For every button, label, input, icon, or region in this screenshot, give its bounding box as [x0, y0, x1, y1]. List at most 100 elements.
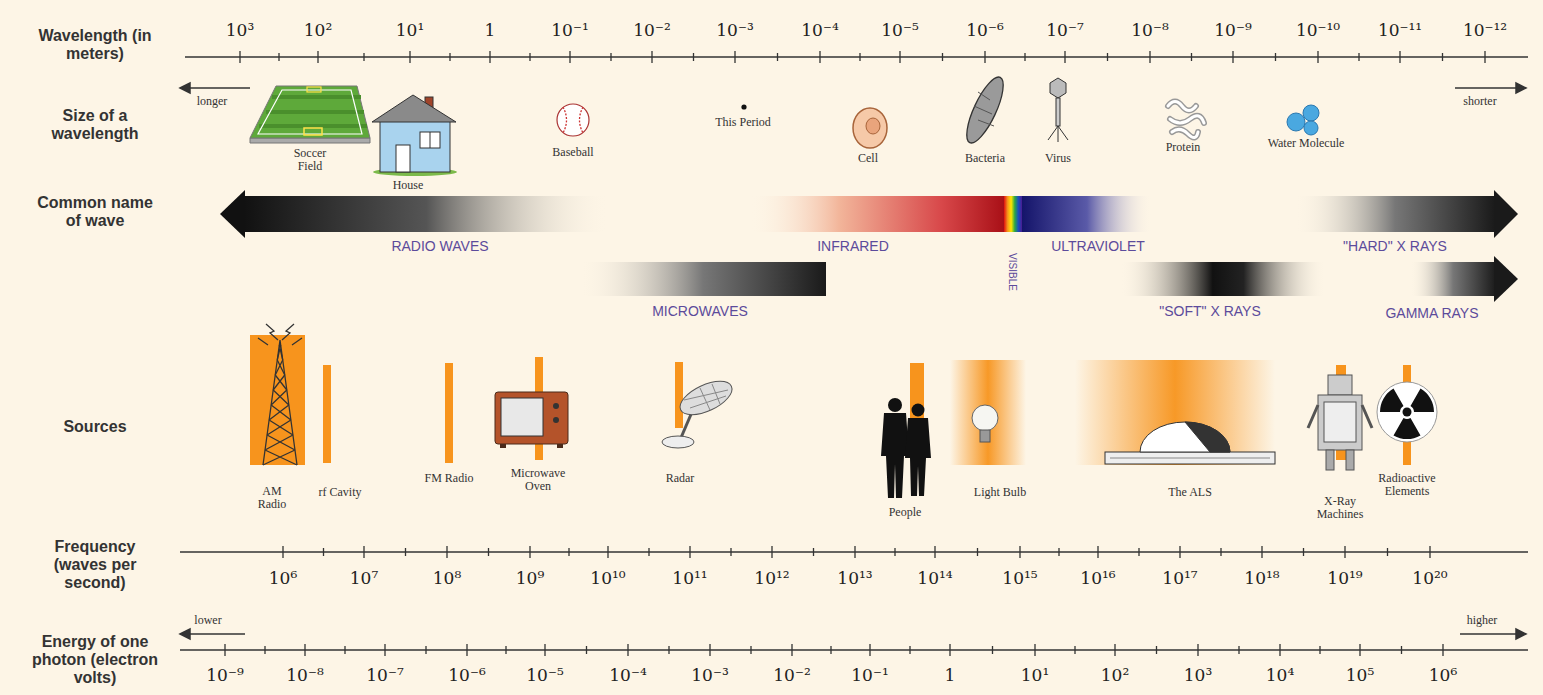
size-label-box: Baseball	[552, 146, 593, 159]
source-label: Radar	[666, 472, 695, 485]
wavelength-tick-label: 10⁻⁷	[1046, 20, 1083, 40]
wavelength-tick-label: 10²	[304, 20, 332, 40]
direction-label: lower	[194, 614, 221, 627]
size-label: Soccer Field	[285, 147, 335, 172]
wavelength-tick-label-box: 10⁻⁸	[1131, 20, 1168, 40]
source-label-box: rf Cavity	[318, 486, 362, 499]
als-building-icon	[1105, 422, 1275, 464]
frequency-tick-label-box: 10⁷	[350, 568, 378, 588]
frequency-tick-label-box: 10⁹	[516, 568, 544, 588]
size-label: Cell	[858, 152, 878, 165]
radar-dish-icon	[662, 374, 737, 448]
wavelength-tick-label-box: 10⁻³	[716, 20, 753, 40]
source-label-box: Microwave Oven	[503, 467, 573, 492]
wave-band	[220, 190, 1518, 302]
row-heading-box: Common name of wave	[29, 194, 161, 230]
energy-tick-label-box: 1	[945, 665, 956, 685]
energy-tick-label: 10²	[1101, 665, 1129, 685]
wavelength-tick-label-box: 10⁻²	[633, 20, 670, 40]
direction-label-box: longer	[197, 95, 228, 108]
wavelength-tick-label-box: 10³	[226, 20, 254, 40]
direction-label-box: shorter	[1463, 95, 1496, 108]
energy-tick-label-box: 10²	[1101, 665, 1129, 685]
wave-name-box: "HARD" X RAYS	[1343, 238, 1447, 254]
virus-icon	[1048, 78, 1068, 142]
energy-tick-label-box: 10³	[1184, 665, 1212, 685]
cell-icon	[853, 108, 887, 148]
frequency-tick-label-box: 10¹⁸	[1244, 568, 1279, 588]
size-label-box: Virus	[1045, 152, 1071, 165]
wave-name: ULTRAVIOLET	[1051, 238, 1145, 254]
water-molecule-icon	[1287, 105, 1319, 135]
energy-tick-label: 10⁵	[1346, 665, 1374, 685]
energy-tick-label: 1	[945, 665, 956, 685]
frequency-tick-label: 10¹⁴	[917, 568, 952, 588]
microwave-oven-icon	[495, 392, 568, 448]
wavelength-tick-label: 10⁻⁶	[966, 20, 1003, 40]
energy-tick-label-box: 10⁻⁶	[448, 665, 485, 685]
size-label: Protein	[1166, 141, 1201, 154]
source-label-box: People	[889, 506, 922, 519]
wave-name-box: GAMMA RAYS	[1385, 305, 1478, 321]
source-label-box: Radioactive Elements	[1368, 472, 1446, 497]
size-label-box: Water Molecule	[1268, 137, 1345, 150]
energy-tick-label-box: 10⁻¹	[851, 665, 888, 685]
wavelength-tick-label-box: 10⁻¹²	[1463, 20, 1507, 40]
wavelength-tick-label-box: 10⁻⁷	[1046, 20, 1083, 40]
wavelength-tick-label-box: 10⁻⁵	[881, 20, 918, 40]
size-label: Water Molecule	[1268, 137, 1345, 150]
frequency-tick-label-box: 10¹³	[837, 568, 872, 588]
energy-tick-label-box: 10⁻⁸	[286, 665, 323, 685]
frequency-tick-label: 10¹⁵	[1002, 568, 1037, 588]
frequency-tick-label-box: 10¹⁴	[917, 568, 952, 588]
frequency-tick-label-box: 10¹²	[754, 568, 789, 588]
frequency-tick-label: 10⁷	[350, 568, 378, 588]
row-heading-box: Sources	[29, 418, 161, 436]
frequency-tick-label-box: 10⁶	[269, 568, 297, 588]
wavelength-tick-label: 10⁻⁹	[1214, 20, 1251, 40]
direction-label-box: higher	[1467, 614, 1498, 627]
wavelength-tick-label: 10⁻¹⁰	[1296, 20, 1340, 40]
energy-tick-label-box: 10⁶	[1429, 665, 1457, 685]
frequency-tick-label: 10¹⁰	[590, 568, 625, 588]
radio-tower-icon	[258, 324, 302, 465]
energy-tick-label-box: 10⁻⁷	[366, 665, 403, 685]
wave-name-box: INFRARED	[817, 238, 889, 254]
wave-name: "HARD" X RAYS	[1343, 238, 1447, 254]
source-label: Radioactive Elements	[1368, 472, 1446, 497]
wavelength-tick-label-box: 10⁻¹⁰	[1296, 20, 1340, 40]
row-heading-box: Wavelength (in meters)	[29, 27, 161, 63]
wave-name: VISIBLE	[1007, 253, 1018, 291]
source-label-box: X-Ray Machines	[1310, 495, 1370, 520]
wave-name: "SOFT" X RAYS	[1159, 303, 1260, 319]
energy-tick-label-box: 10⁻³	[691, 665, 728, 685]
energy-tick-label: 10¹	[1021, 665, 1049, 685]
frequency-tick-label: 10¹²	[754, 568, 789, 588]
row-heading: Size of a wavelength	[29, 107, 161, 143]
wavelength-tick-label-box: 10⁻¹	[551, 20, 588, 40]
source-label-box: Light Bulb	[974, 486, 1026, 499]
axis	[180, 51, 1528, 656]
x-ray-machine-icon	[1308, 375, 1372, 470]
wavelength-tick-label: 10³	[226, 20, 254, 40]
wave-name-box: "SOFT" X RAYS	[1159, 303, 1260, 319]
wavelength-tick-label: 10⁻⁵	[881, 20, 918, 40]
size-label-box: Protein	[1166, 141, 1201, 154]
source-label: People	[889, 506, 922, 519]
energy-tick-label: 10⁴	[1266, 665, 1294, 685]
wavelength-tick-label: 10⁻¹¹	[1378, 20, 1422, 40]
frequency-tick-label-box: 10¹¹	[672, 568, 707, 588]
energy-tick-label-box: 10⁵	[1346, 665, 1374, 685]
source-label-box: FM Radio	[424, 472, 473, 485]
wavelength-tick-label: 10⁻²	[633, 20, 670, 40]
size-label-box: Soccer Field	[285, 147, 335, 172]
row-heading-box: Frequency (waves per second)	[29, 538, 161, 592]
wave-name-box: RADIO WAVES	[391, 238, 488, 254]
wave-name-box: MICROWAVES	[652, 303, 748, 319]
source-bar	[250, 335, 1411, 465]
wave-name: MICROWAVES	[652, 303, 748, 319]
energy-tick-label: 10⁻⁵	[526, 665, 563, 685]
frequency-tick-label: 10²⁰	[1412, 568, 1447, 588]
row-heading: Common name of wave	[29, 194, 161, 230]
